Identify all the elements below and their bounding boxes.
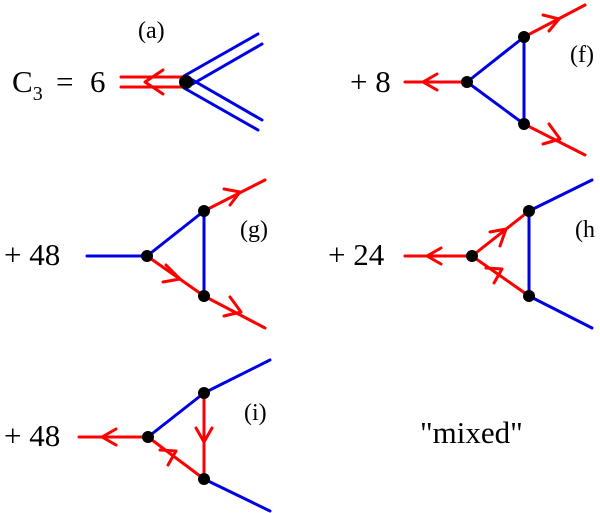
vertex-i-top bbox=[198, 387, 210, 399]
vertex-i-bottom bbox=[198, 473, 210, 485]
arrow-f-left bbox=[421, 72, 439, 92]
blue-double-line-a-upper1 bbox=[182, 32, 260, 78]
arrow-h-left bbox=[425, 246, 443, 266]
blue-double-line-a-upper2 bbox=[187, 42, 264, 88]
red-edge-h-upper bbox=[470, 209, 531, 258]
coefficient-f: + 8 bbox=[350, 64, 391, 99]
vertex-f-top bbox=[518, 31, 530, 43]
label-i: (i) bbox=[244, 400, 267, 426]
arrow-a bbox=[143, 68, 165, 96]
blue-edge-i-upper bbox=[146, 391, 206, 439]
c3-symbol: C3 bbox=[12, 64, 43, 105]
vertex-g-left bbox=[141, 250, 153, 262]
red-edge-i-lower bbox=[146, 435, 206, 481]
blue-leg-i-lower bbox=[202, 477, 272, 513]
vertex-g-bottom bbox=[198, 290, 210, 302]
arrow-h-upper bbox=[488, 227, 508, 248]
label-h: (h bbox=[575, 217, 595, 243]
blue-edge-f-top bbox=[465, 35, 526, 84]
blue-edge-f-bottom bbox=[465, 80, 526, 126]
mixed-note: "mixed" bbox=[420, 415, 523, 450]
vertex-g-top bbox=[198, 205, 210, 217]
vertex-i-left bbox=[142, 431, 154, 443]
coefficient-a: 6 bbox=[90, 64, 106, 99]
blue-double-line-a-lower1 bbox=[182, 86, 260, 132]
arrow-h-lower bbox=[484, 266, 504, 285]
blue-double-line-a-lower2 bbox=[187, 76, 264, 122]
blue-leg-h-upper bbox=[527, 178, 594, 213]
vertex-a bbox=[179, 75, 193, 89]
vertex-h-top bbox=[523, 205, 535, 217]
diagram-h: + 24 (h bbox=[328, 178, 595, 330]
coefficient-i: + 48 bbox=[4, 418, 60, 453]
label-g: (g) bbox=[240, 217, 268, 243]
label-a: (a) bbox=[138, 18, 165, 44]
blue-leg-h-lower bbox=[527, 294, 594, 330]
vertex-h-left bbox=[466, 250, 478, 262]
diagram-g: + 48 (g) bbox=[4, 178, 268, 330]
arrow-i-right bbox=[194, 426, 214, 444]
arrow-g-lower bbox=[222, 295, 243, 318]
arrow-f-lower bbox=[541, 122, 562, 146]
blue-edge-g-top bbox=[145, 209, 206, 258]
vertex-f-bottom bbox=[518, 118, 530, 130]
coefficient-h: + 24 bbox=[328, 237, 385, 272]
vertex-h-bottom bbox=[523, 290, 535, 302]
red-leg-f-upper bbox=[522, 3, 587, 39]
arrow-f-upper bbox=[541, 13, 561, 33]
arrow-g-bottom bbox=[161, 263, 182, 284]
red-edge-h-lower bbox=[470, 254, 531, 298]
blue-leg-i-upper bbox=[202, 358, 272, 395]
arrow-g-upper bbox=[222, 187, 242, 207]
diagram-i: + 48 (i) bbox=[4, 358, 272, 513]
coefficient-g: + 48 bbox=[4, 237, 60, 272]
arrow-i-left bbox=[100, 427, 118, 447]
vertex-f-left bbox=[461, 76, 473, 88]
label-f: (f) bbox=[570, 42, 594, 68]
equals-sign: = bbox=[56, 64, 73, 99]
diagram-a: C3 = 6 (a) bbox=[12, 18, 264, 132]
diagram-f: + 8 (f) bbox=[350, 3, 594, 157]
red-leg-g-upper bbox=[202, 178, 267, 213]
arrow-i-lower bbox=[158, 448, 178, 467]
